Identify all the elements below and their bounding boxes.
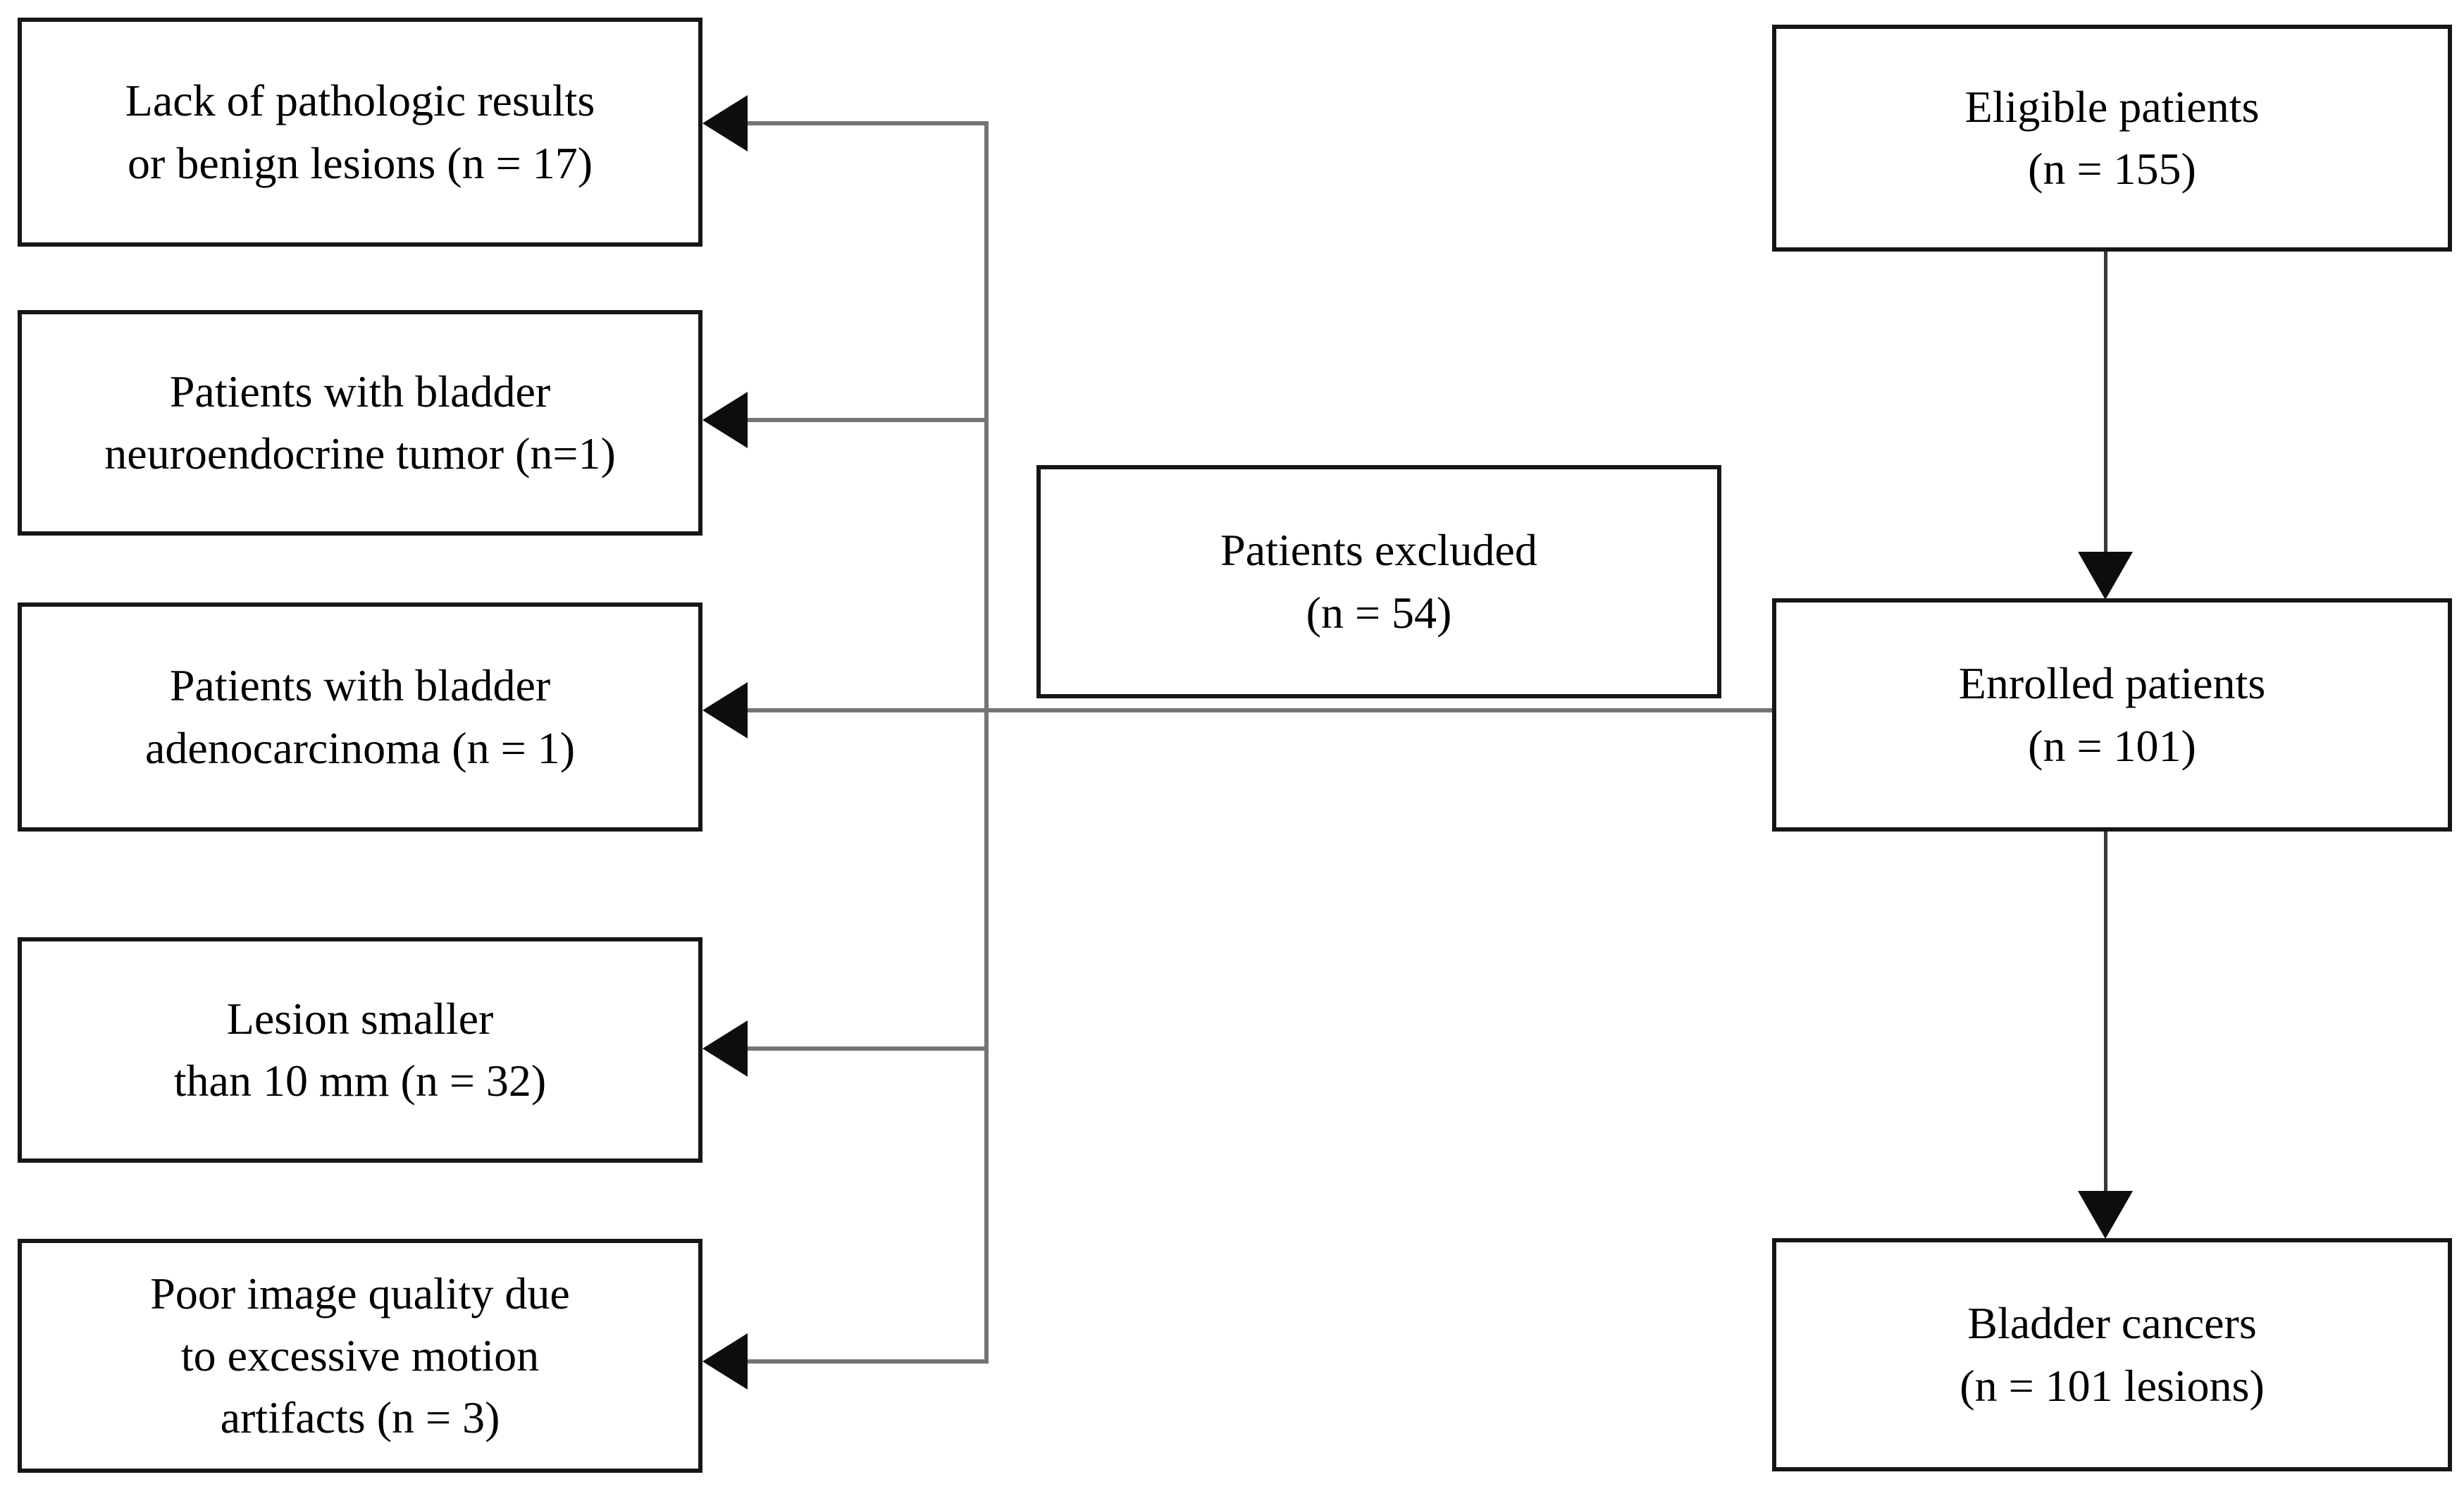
- box-label: Enrolled patients (n = 101): [1958, 658, 2266, 771]
- connector-main-exclusion-line: [742, 708, 1772, 712]
- connector-branch-line-5: [742, 1359, 989, 1364]
- connector-trunk-line: [984, 121, 989, 1364]
- box-adenocarcinoma: Patients with bladder adenocarcinoma (n …: [18, 603, 702, 832]
- box-label: Patients excluded (n = 54): [1220, 525, 1537, 638]
- box-label: Patients with bladder neuroendocrine tum…: [104, 366, 616, 478]
- box-poor-image-quality: Poor image quality due to excessive moti…: [18, 1239, 702, 1473]
- box-lack-pathologic-results: Lack of pathologic results or benign les…: [18, 18, 702, 247]
- connector-branch-line-4: [742, 1046, 989, 1051]
- box-label: Lesion smaller than 10 mm (n = 32): [173, 993, 547, 1106]
- box-patients-excluded: Patients excluded (n = 54): [1036, 465, 1721, 698]
- left-arrowhead-icon: [702, 392, 748, 448]
- box-label: Lack of pathologic results or benign les…: [125, 75, 595, 188]
- box-label: Patients with bladder adenocarcinoma (n …: [144, 660, 576, 773]
- box-bladder-cancers: Bladder cancers (n = 101 lesions): [1772, 1238, 2452, 1471]
- left-arrowhead-icon: [702, 1020, 748, 1077]
- left-arrowhead-icon: [702, 95, 748, 152]
- left-arrowhead-icon: [702, 1333, 748, 1390]
- connector-branch-line-1: [742, 121, 989, 125]
- arrow-shaft-eligible-to-enrolled: [2104, 252, 2107, 553]
- box-neuroendocrine-tumor: Patients with bladder neuroendocrine tum…: [18, 310, 702, 536]
- box-label: Bladder cancers (n = 101 lesions): [1960, 1298, 2265, 1411]
- box-label: Poor image quality due to excessive moti…: [150, 1268, 570, 1443]
- box-label: Eligible patients (n = 155): [1964, 81, 2260, 194]
- connector-branch-line-2: [742, 418, 989, 422]
- box-lesion-smaller-10mm: Lesion smaller than 10 mm (n = 32): [18, 937, 702, 1163]
- box-eligible-patients: Eligible patients (n = 155): [1772, 25, 2452, 252]
- left-arrowhead-icon: [702, 682, 748, 739]
- down-arrowhead-icon: [2078, 1191, 2133, 1239]
- arrow-shaft-enrolled-to-bladder: [2104, 832, 2107, 1192]
- box-enrolled-patients: Enrolled patients (n = 101): [1772, 598, 2452, 832]
- down-arrowhead-icon: [2078, 552, 2133, 600]
